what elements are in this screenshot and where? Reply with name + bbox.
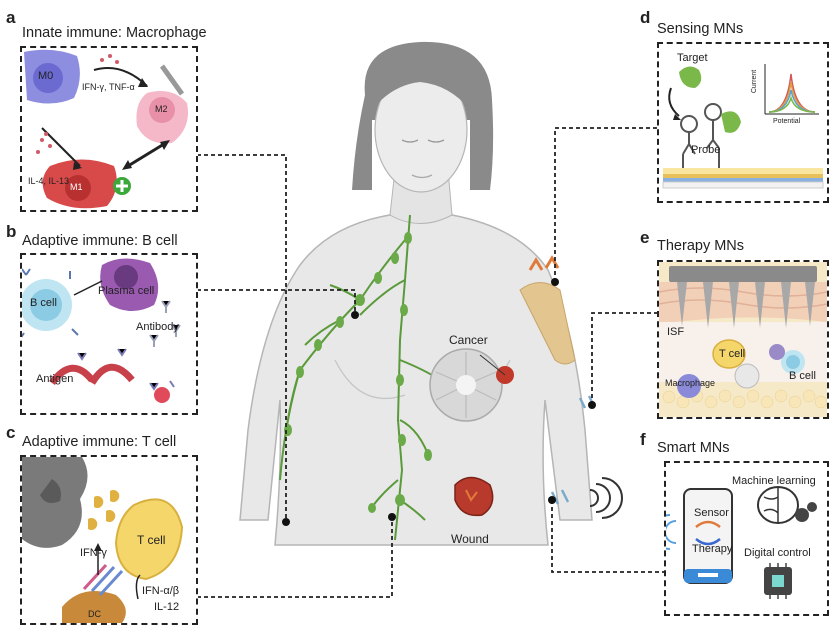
panel-c-letter: c [6, 423, 16, 442]
m0-label: M0 [38, 70, 54, 82]
connector-dot-a [282, 518, 290, 526]
m1-label: M1 [70, 182, 83, 192]
connector-dot-e [588, 401, 596, 409]
panel-d-letter: d [640, 8, 651, 27]
connector-dot-b [351, 311, 359, 319]
panel-e-box: ISF T cell Macrophage B cell [657, 260, 829, 419]
therapy-label: Therapy [692, 543, 733, 555]
m2-label: M2 [155, 104, 168, 114]
macrophage-label: Macrophage [665, 378, 716, 388]
panel-b-box: B cell Plasma cell Antibody Antigen [20, 253, 198, 415]
panel-b-title: Adaptive immune: B cell [22, 233, 178, 249]
panel-f-box: Sensor Therapy Machine learning Digital … [664, 461, 829, 616]
ifng-label: IFN-γ [80, 547, 107, 559]
panel-e-title: Therapy MNs [657, 238, 745, 254]
bcell-label-e: B cell [789, 370, 816, 382]
potential-axis-label: Potential [773, 118, 801, 125]
antibody-label: Antibody [136, 321, 179, 333]
panel-a-box: M0 IFN-γ, TNF-α M2 M1 IL-4, IL-13 [20, 46, 198, 212]
wound-label: Wound [451, 532, 489, 546]
plasma-cell-label: Plasma cell [98, 285, 155, 297]
panel-b-letter: b [6, 222, 17, 241]
cytokines-bottom-label: IL-4, IL-13 [28, 176, 70, 186]
digital-control-label: Digital control [744, 547, 811, 559]
sensor-label: Sensor [694, 507, 729, 519]
connector-dot-d [551, 278, 559, 286]
panel-c-title: Adaptive immune: T cell [22, 434, 177, 450]
antigen-label: Antigen [36, 373, 74, 385]
tcell-label-c: T cell [137, 533, 166, 547]
panel-c-box: T cell IFN-γ IFN-α/β IL-12 DC [20, 455, 198, 625]
isf-label: ISF [667, 326, 685, 338]
cytokines-top-label: IFN-γ, TNF-α [82, 82, 135, 92]
connector-dot-c [388, 513, 396, 521]
bcell-label: B cell [30, 297, 57, 309]
panel-d-box: Target Probe Current Potential [657, 42, 829, 203]
panel-e-letter: e [640, 228, 650, 247]
tcell-label-e: T cell [719, 348, 746, 360]
probe-label: Probe [691, 144, 721, 156]
il12-label: IL-12 [154, 601, 180, 613]
panel-a-title: Innate immune: Macrophage [22, 25, 207, 41]
cancer-label: Cancer [449, 333, 488, 347]
panel-a-letter: a [6, 8, 16, 27]
dc-label: DC [88, 609, 101, 619]
connector-dot-f [548, 496, 556, 504]
panel-d-title: Sensing MNs [657, 21, 744, 37]
ifnab-label: IFN-α/β [142, 585, 180, 597]
current-axis-label: Current [751, 69, 759, 94]
panel-f-letter: f [640, 430, 646, 449]
panel-f-title: Smart MNs [657, 440, 730, 456]
machine-learning-label: Machine learning [732, 475, 816, 487]
target-label: Target [677, 52, 708, 64]
